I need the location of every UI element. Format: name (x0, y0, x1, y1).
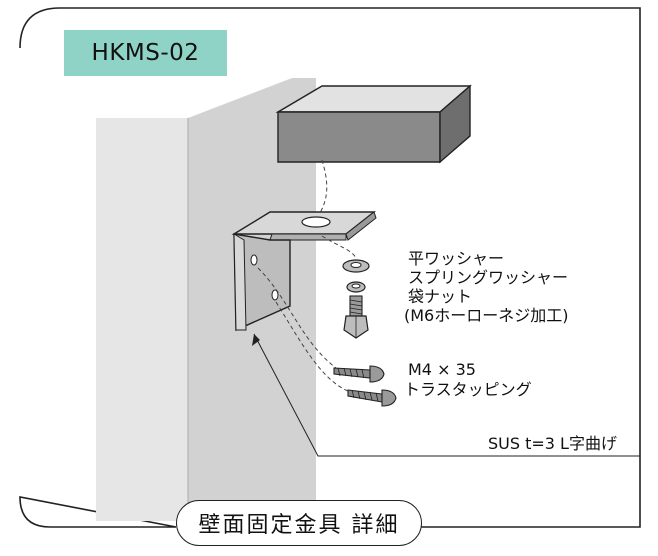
beam-front (277, 111, 441, 163)
label-screw-type: トラスタッピング (404, 380, 532, 399)
label-cap-nut: 袋ナット (408, 287, 473, 306)
label-bracket-spec: SUS t=3 L字曲げ (488, 434, 617, 453)
label-cap-nut-note: (M6ホーローネジ加工) (404, 306, 569, 325)
bracket-hole-bottom (271, 289, 279, 301)
product-code-tag: HKMS-02 (64, 30, 227, 76)
bracket-hole-top (250, 254, 258, 266)
diagram-title: 壁面固定金具 詳細 (176, 500, 422, 546)
beam-side (439, 84, 471, 164)
label-screw-size: M4 × 35 (408, 360, 476, 379)
outer-frame (19, 7, 641, 528)
bracket-leader-line (253, 333, 640, 457)
wall-left-face (96, 118, 188, 521)
bracket-slot-hole (301, 216, 331, 228)
label-spring-washer: スプリングワッシャー (408, 268, 569, 287)
label-flat-washer: 平ワッシャー (408, 249, 505, 268)
